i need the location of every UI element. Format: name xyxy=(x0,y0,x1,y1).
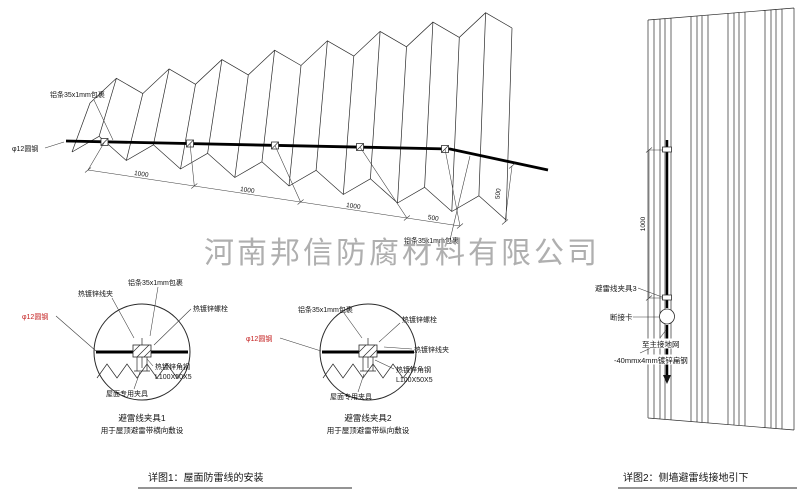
dim-edge-500: 500 xyxy=(494,188,502,200)
wall-label-disconnect: 断接卡 xyxy=(610,312,633,322)
wall-leader-lines xyxy=(633,287,667,354)
detail-1-label-angle-spec: L100X50X5 xyxy=(155,374,192,381)
detail-1-label-wire-clip: 热镀锌线夹 xyxy=(78,289,113,298)
dim-span-2: 1000 xyxy=(240,186,256,195)
wall-corrugation-lines xyxy=(647,7,795,431)
detail-1-label-roof-fixture: 屋面专用夹具 xyxy=(106,389,148,398)
dimension-extension-lines xyxy=(87,141,461,227)
wall-dimension xyxy=(645,147,663,301)
detail-2-label-angle-spec: L100X50X5 xyxy=(396,377,433,384)
dim-span-3: 1000 xyxy=(346,202,362,211)
label-alu-wrap-top: 铝条35x1mm包裹 xyxy=(50,90,105,99)
wall-elevation-view: 1000 避雷线夹具3 断接卡 至主接地网 -40mmx4mm镀锌扁钢 xyxy=(595,7,795,431)
detail-2-leader-lines xyxy=(279,312,413,393)
wall-wire-clamps xyxy=(662,146,672,301)
detail-1-label-angle-steel: 热镀锌角钢 xyxy=(155,362,190,371)
detail-1-title: 避雷线夹具1 xyxy=(118,413,166,423)
label-round-steel: φ12圆钢 xyxy=(12,144,38,153)
detail-2-label-angle-steel: 热镀锌角钢 xyxy=(396,365,431,374)
label-backing xyxy=(612,354,688,365)
detail-1-label-bolt: 热镀锌螺栓 xyxy=(193,304,228,313)
caption-detail-2: 详图2：侧墙避雷线接地引下 xyxy=(623,471,749,484)
captions: 详图1：屋面防雷线的安装 详图2：侧墙避雷线接地引下 xyxy=(138,471,797,489)
roof-clamp-hatch xyxy=(100,138,449,153)
detail-1-view: 热镀锌线夹 铝条35x1mm包裹 热镀锌螺栓 φ12圆钢 热镀锌角钢 L100X… xyxy=(22,278,228,435)
label-backing xyxy=(640,338,684,349)
roof-lightning-wire xyxy=(65,139,549,172)
detail-1-label-round-steel: φ12圆钢 xyxy=(22,312,48,321)
detail-2-label-bolt: 热镀锌螺栓 xyxy=(402,315,437,324)
wall-label-flat-steel: -40mmx4mm镀锌扁钢 xyxy=(614,355,688,365)
detail-2-label-wire-clip: 热镀锌线夹 xyxy=(414,345,449,354)
roof-leader-lines xyxy=(44,99,471,241)
wall-dim-1000: 1000 xyxy=(640,216,647,231)
detail-2-label-roof-fixture: 屋面专用夹具 xyxy=(330,392,372,401)
detail-1-leader-lines xyxy=(55,286,192,390)
label-alu-wrap-right: 铝条35x1mm包裹 xyxy=(404,236,459,245)
dimension-line-right xyxy=(501,163,516,225)
detail-2-title: 避雷线夹具2 xyxy=(344,413,392,423)
detail-2-subtitle: 用于屋顶避雷带纵向敷设 xyxy=(327,425,410,435)
wall-label-clamp: 避雷线夹具3 xyxy=(595,283,637,293)
caption-detail-1: 详图1：屋面防雷线的安装 xyxy=(148,471,264,484)
roof-isometric-view: 铝条35x1mm包裹 φ12圆钢 铝条35x1mm包裹 1000 1000 10… xyxy=(12,12,549,245)
disconnect-link-symbol xyxy=(659,308,675,325)
detail-1-drawing xyxy=(92,302,192,402)
roof-corrugation-lines xyxy=(71,12,513,221)
dim-span-1: 1000 xyxy=(134,170,150,179)
wall-label-to-ground: 至主接地网 xyxy=(642,339,680,349)
detail-1-label-alu-wrap: 铝条35x1mm包裹 xyxy=(128,278,183,287)
to-ground-arrow xyxy=(663,375,671,384)
company-watermark: 河南邦信防腐材料有限公司 xyxy=(204,237,600,270)
dimension-line-bottom xyxy=(84,167,464,229)
detail-2-label-round-steel: φ12圆钢 xyxy=(246,334,272,343)
detail-2-view: 铝条35x1mm包裹 热镀锌螺栓 φ12圆钢 热镀锌线夹 热镀锌角钢 L100X… xyxy=(246,302,449,435)
detail-1-subtitle: 用于屋顶避雷带横向敷设 xyxy=(101,425,184,435)
dim-span-4: 500 xyxy=(427,214,439,223)
detail-2-label-alu-wrap: 铝条35x1mm包裹 xyxy=(298,305,353,314)
